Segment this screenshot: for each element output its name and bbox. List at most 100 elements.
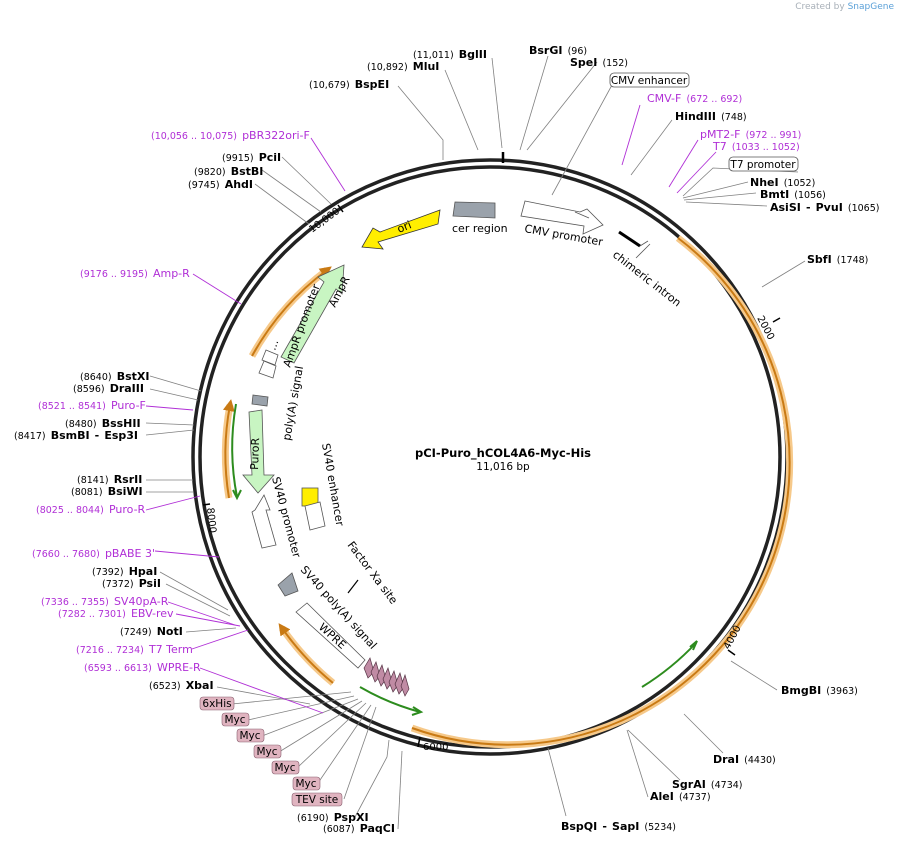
site-sbfI[interactable]: SbfI (1748) — [807, 248, 868, 267]
svg-text:TEV site: TEV site — [295, 794, 339, 806]
site-asiSI-pvuI[interactable]: AsiSI - PvuI (1065) — [770, 196, 879, 215]
svg-text:Myc: Myc — [274, 762, 295, 774]
sv40-polya-feature — [277, 572, 299, 597]
site-speI[interactable]: SpeI (152) — [570, 51, 628, 70]
t7-promoter-box[interactable]: T7 promoter — [728, 156, 799, 172]
ampr-feature — [280, 264, 345, 364]
primer-pbabe-3[interactable]: (7660 .. 7680) pBABE 3' — [32, 542, 155, 561]
primer-amp-r[interactable]: (9176 .. 9195) Amp-R — [80, 262, 190, 281]
cmv-promoter-feature — [520, 200, 604, 235]
factor-xa-feature — [347, 579, 359, 594]
primer-cmv-f[interactable]: CMV-F (672 .. 692) — [647, 87, 742, 106]
svg-text:Myc: Myc — [256, 746, 277, 758]
ori-feature — [361, 209, 441, 250]
plasmid-length: 11,016 bp — [476, 461, 530, 473]
site-bsrGI[interactable]: BsrGI (96) — [529, 39, 587, 58]
site-bstXI[interactable]: (8640) BstXI — [80, 365, 149, 384]
site-bglII[interactable]: (11,011) BglII — [413, 43, 487, 62]
polya-feature — [251, 394, 269, 407]
plasmid-title: pCI-Puro_hCOL4A6-Myc-His — [415, 446, 591, 461]
svg-text:Myc: Myc — [295, 778, 316, 790]
tag-myc-1[interactable]: Myc — [221, 712, 250, 727]
myc-his-tags-feature — [363, 657, 410, 697]
primer-pmt2-f[interactable]: pMT2-F (972 .. 991) — [700, 123, 801, 142]
sv40-promoter-label: SV40 promoter — [269, 475, 303, 559]
snapgene-logo: SnapGene — [847, 2, 894, 12]
site-bsmBI-esp3I[interactable]: (8417) BsmBI - Esp3I — [14, 424, 138, 443]
svg-text:Myc: Myc — [224, 714, 245, 726]
svg-text:Myc: Myc — [239, 730, 260, 742]
tag-6xhis[interactable]: 6xHis — [199, 696, 235, 711]
ruler-6000: 6000 — [423, 742, 448, 753]
site-bstBI[interactable]: (9820) BstBI — [194, 160, 263, 179]
cmv-enhancer-box[interactable]: CMV enhancer — [609, 72, 690, 88]
sv40-promoter-feature — [251, 494, 277, 549]
site-bsiWI[interactable]: (8081) BsiWI — [71, 480, 143, 499]
tag-leaders — [231, 691, 377, 800]
tag-labels: 6xHis Myc Myc Myc Myc Myc TEV site — [199, 696, 343, 807]
site-labels: (11,011) BglII (10,892) MluI (10,679) Bs… — [14, 39, 879, 836]
site-draIII[interactable]: (8596) DraIII — [73, 377, 144, 396]
boxed-feature-labels: CMV enhancer T7 promoter — [609, 72, 799, 172]
site-hpaI[interactable]: (7392) HpaI — [92, 560, 157, 579]
site-bmtI[interactable]: BmtI (1056) — [760, 183, 826, 202]
primer-sv40pa-r[interactable]: (7336 .. 7355) SV40pA-R — [41, 590, 169, 609]
site-nheI[interactable]: NheI (1052) — [750, 171, 815, 190]
wpre-label: WPRE — [316, 621, 349, 652]
primer-t7[interactable]: T7 (1033 .. 1052) — [712, 135, 800, 154]
site-bspQI-sapI[interactable]: BspQI - SapI (5234) — [561, 815, 676, 834]
polya-label: poly(A) signal — [280, 365, 306, 442]
puror-label: PuroR — [248, 437, 262, 470]
site-pspXI[interactable]: (6190) PspXI — [297, 806, 369, 825]
chimeric-intron-label: chimeric intron — [610, 248, 683, 309]
primer-labels: (10,056 .. 10,075) pBR322ori-F (9176 .. … — [32, 87, 801, 675]
sv40-enhancer-label: SV40 enhancer — [319, 442, 346, 527]
site-aleI[interactable]: AleI (4737) — [650, 785, 711, 804]
site-bssHII[interactable]: (8480) BssHII — [65, 412, 141, 431]
primer-wpre-r[interactable]: (6593 .. 6613) WPRE-R — [84, 656, 201, 675]
watermark-prefix: Created by — [795, 2, 845, 12]
site-sgrAI[interactable]: SgrAI (4734) — [672, 773, 743, 792]
features — [242, 200, 651, 697]
factor-xa-label: Factor Xa site — [345, 539, 401, 607]
tag-tev-site[interactable]: TEV site — [291, 792, 343, 807]
tag-myc-5[interactable]: Myc — [292, 776, 321, 791]
cer-region-label: cer region — [452, 222, 508, 235]
puror-feature — [242, 409, 275, 494]
site-bmgBI[interactable]: BmgBI (3963) — [781, 679, 858, 698]
site-mluI[interactable]: (10,892) MluI — [367, 55, 439, 74]
site-draI[interactable]: DraI (4430) — [713, 748, 776, 767]
ampr-dots: ... — [266, 338, 282, 352]
chimeric-intron-feature — [618, 230, 641, 248]
site-xbaI[interactable]: (6523) XbaI — [149, 674, 214, 693]
site-ahdI[interactable]: (9745) AhdI — [188, 173, 253, 192]
ori-label: ori — [395, 218, 413, 235]
site-notI[interactable]: (7249) NotI — [120, 620, 183, 639]
primer-t7-term[interactable]: (7216 .. 7234) T7 Term — [76, 638, 193, 657]
primer-puro-f[interactable]: (8521 .. 8541) Puro-F — [38, 394, 146, 413]
svg-text:6xHis: 6xHis — [202, 698, 231, 710]
ruler-8000: 8000 — [204, 507, 218, 533]
site-paqCI[interactable]: (6087) PaqCI — [323, 817, 395, 836]
svg-text:CMV enhancer: CMV enhancer — [611, 75, 688, 87]
site-pciI[interactable]: (9915) PciI — [222, 146, 281, 165]
primer-puro-r[interactable]: (8025 .. 8044) Puro-R — [36, 498, 146, 517]
site-psiI[interactable]: (7372) PsiI — [102, 572, 161, 591]
svg-text:T7 promoter: T7 promoter — [729, 159, 796, 171]
site-leaders — [145, 55, 806, 830]
site-bspEI[interactable]: (10,679) BspEI — [309, 73, 389, 92]
primer-pbr322ori-f[interactable]: (10,056 .. 10,075) pBR322ori-F — [151, 124, 310, 143]
cer-region-feature — [452, 201, 496, 219]
site-rsrII[interactable]: (8141) RsrII — [77, 468, 142, 487]
site-hindIII[interactable]: HindIII (748) — [675, 105, 747, 124]
wpre-feature — [295, 602, 366, 669]
tag-myc-2[interactable]: Myc — [236, 728, 265, 743]
tag-myc-3[interactable]: Myc — [253, 744, 282, 759]
orf-arcs — [221, 235, 794, 749]
primer-leaders — [145, 104, 717, 714]
tag-myc-4[interactable]: Myc — [271, 760, 300, 775]
primer-ebv-rev[interactable]: (7282 .. 7301) EBV-rev — [58, 602, 174, 621]
snapgene-watermark: Created by SnapGene — [795, 2, 894, 12]
ampr-promoter-feature — [258, 360, 277, 379]
